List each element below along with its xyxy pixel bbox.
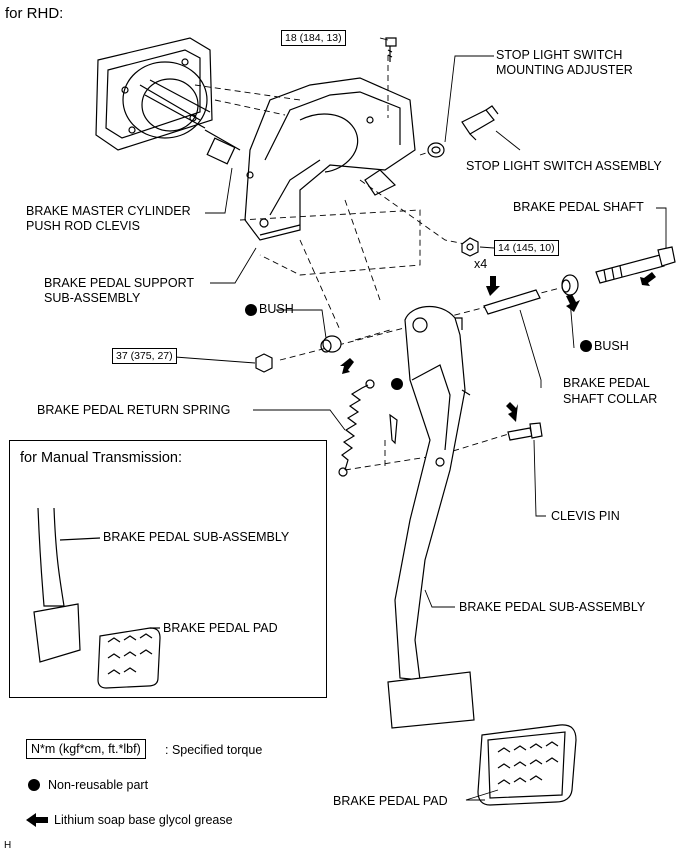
legend-torque-box: N*m (kgf*cm, ft.*lbf) [26,739,146,759]
manual-transmission-inset [9,440,327,698]
legend-arrow-icon [26,813,48,827]
legend-non-reusable-text: Non-reusable part [48,778,149,792]
brake-master-cylinder-graphic [95,37,241,165]
brake-pedal-support-label-2: SUB-ASSEMBLY [44,291,141,305]
return-spring-label: BRAKE PEDAL RETURN SPRING [37,403,231,417]
legend-torque-text: : Specified torque [165,743,263,757]
bush-left-label: BUSH [259,302,294,316]
torque-14: 14 (145, 10) [494,240,559,256]
bush-right-label: BUSH [594,339,629,353]
push-rod-clevis-label-1: BRAKE MASTER CYLINDER [26,204,191,218]
brake-pedal-pad-label: BRAKE PEDAL PAD [333,794,448,808]
legend-graphics [26,779,48,827]
non-reusable-dots [245,304,592,390]
stop-light-switch-assembly-label: STOP LIGHT SWITCH ASSEMBLY [466,159,662,173]
inset-pad-graphic [97,627,161,689]
bush-right-graphic [561,274,579,296]
x4-label: x4 [474,257,488,271]
brake-pedal-sub-assembly-label: BRAKE PEDAL SUB-ASSEMBLY [459,600,646,614]
brake-pedal-pad-main-graphic [477,724,577,806]
footer-code: H [4,840,12,851]
inset-brake-pedal-sub-assembly-label: BRAKE PEDAL SUB-ASSEMBLY [103,530,290,544]
page-heading: for RHD: [5,5,64,22]
push-rod-clevis-label-2: PUSH ROD CLEVIS [26,219,140,233]
clevis-pin-graphic [507,422,543,441]
torque-37: 37 (375, 27) [112,348,177,364]
stop-light-switch-mounting-adjuster-label-1: STOP LIGHT SWITCH [496,48,623,62]
leader-lines [174,37,667,801]
brake-pedal-shaft-label: BRAKE PEDAL SHAFT [513,200,644,214]
inset-pedal-graphic [33,507,101,663]
shaft-collar-label-2: SHAFT COLLAR [563,392,658,406]
inset-brake-pedal-pad-label: BRAKE PEDAL PAD [163,621,278,635]
stop-light-switch-adjuster-graphic [427,142,445,158]
inset-title: for Manual Transmission: [20,450,182,466]
grease-arrows [340,272,656,422]
nut-left-graphic [255,353,273,373]
brake-pedal-support-label-1: BRAKE PEDAL SUPPORT [44,276,195,290]
brake-pedal-support-graphic [244,77,416,241]
shaft-collar-graphic [483,289,541,315]
return-spring-graphic [338,379,375,477]
brake-pedal-shaft-graphic [595,246,676,284]
bush-left-graphic [320,335,342,353]
clevis-pin-label: CLEVIS PIN [551,509,620,523]
legend-grease-text: Lithium soap base glycol grease [54,813,233,827]
stop-light-switch-graphic [461,105,499,141]
brake-pedal-graphic [387,305,475,729]
nut-x4-graphic [461,237,479,257]
stop-light-switch-mounting-adjuster-label-2: MOUNTING ADJUSTER [496,63,633,77]
shaft-collar-label-1: BRAKE PEDAL [563,376,650,390]
legend-dot-icon [28,779,40,791]
clip-graphic [389,413,398,445]
bolt-top-graphic [385,37,397,62]
torque-18: 18 (184, 13) [281,30,346,46]
